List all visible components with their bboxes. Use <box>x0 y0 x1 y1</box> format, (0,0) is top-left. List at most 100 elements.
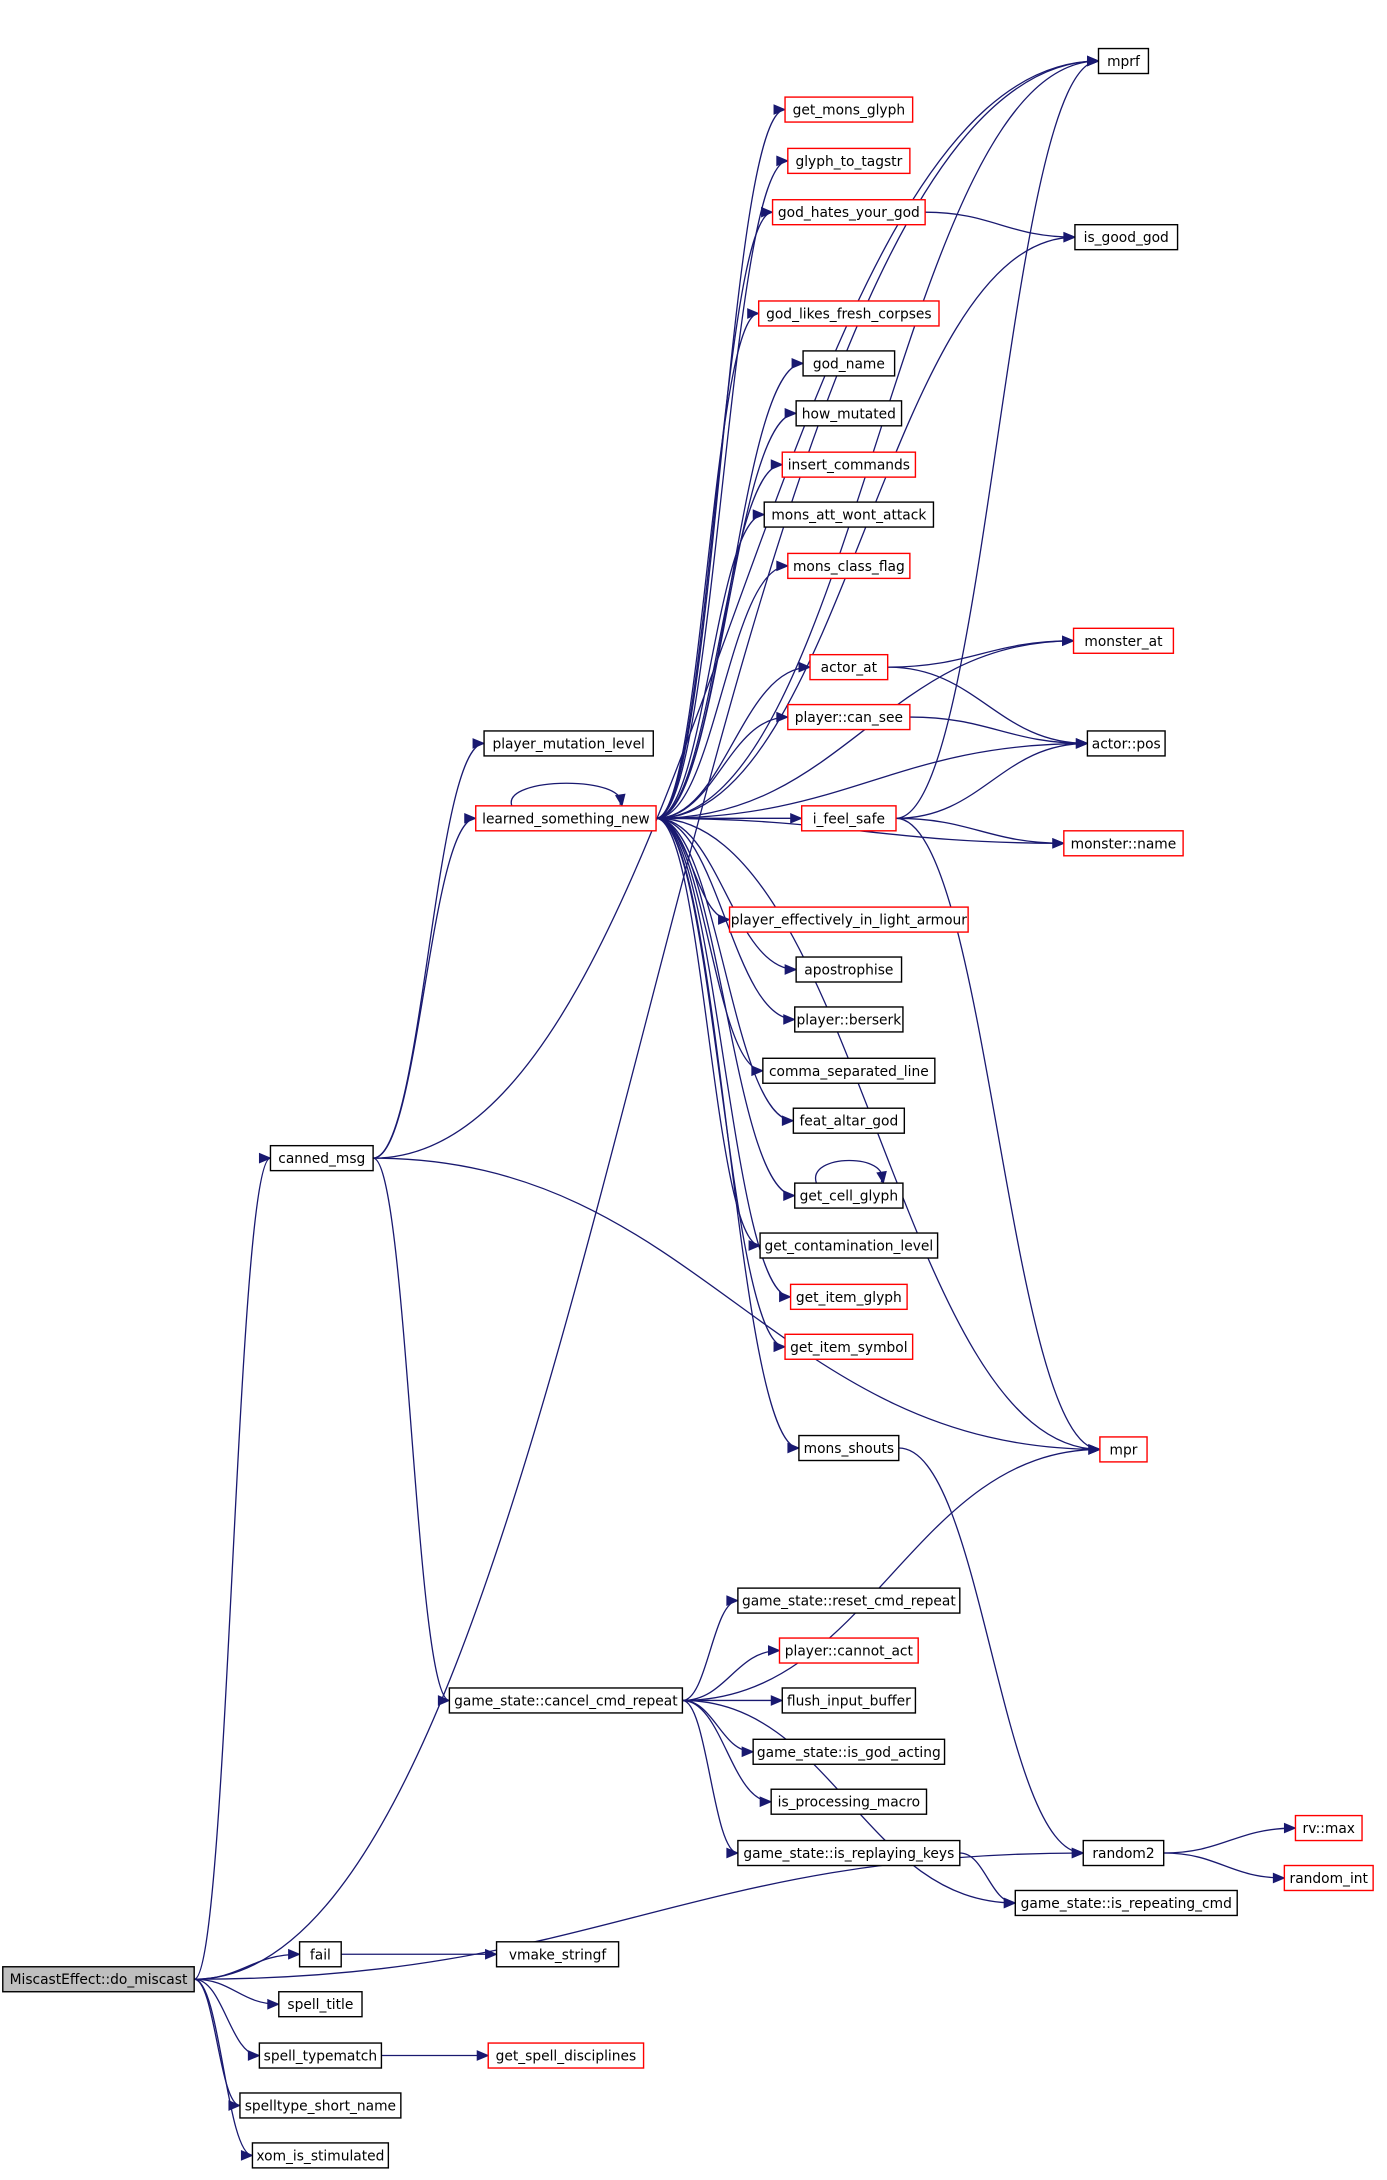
node-insert-commands[interactable]: insert_commands <box>781 451 917 478</box>
edge-line <box>925 211 1075 238</box>
node-player-cannot-act[interactable]: player::cannot_act <box>778 1637 919 1664</box>
edge-spell-typematch-to-get-spell-disciplines <box>381 2050 490 2061</box>
node-is-good-god[interactable]: is_good_god <box>1074 223 1179 251</box>
edge-line <box>373 60 1099 1159</box>
node-box <box>487 2042 645 2069</box>
node-learned-something-new[interactable]: learned_something_new <box>475 805 657 832</box>
node-box <box>787 552 911 580</box>
edge-line <box>655 211 773 819</box>
edge-god-hates-your-god-to-is-good-god <box>925 211 1077 243</box>
edge-learned-something-new-to-get-cell-glyph <box>656 817 797 1201</box>
node-label: mons_class_flag <box>793 559 905 575</box>
node-player-effectively-in-light-armour[interactable]: player_effectively_in_light_armour <box>728 906 969 933</box>
node-box <box>802 350 896 377</box>
node-comma-separated-line[interactable]: comma_separated_line <box>762 1057 936 1084</box>
node-vmake-stringf[interactable]: vmake_stringf <box>495 1941 620 1968</box>
node-label: mprf <box>1107 54 1141 70</box>
node-box <box>798 1434 900 1462</box>
edge-line <box>896 817 1064 844</box>
node-box <box>1014 1889 1238 1917</box>
arrowhead <box>437 1695 451 1706</box>
node-spelltype-short-name[interactable]: spelltype_short_name <box>239 2092 402 2119</box>
node-do-miscast[interactable]: MiscastEffect::do_miscast <box>2 1966 195 1993</box>
node-box <box>792 1107 906 1134</box>
node-actor-at[interactable]: actor_at <box>809 653 889 681</box>
arrowhead <box>247 2050 261 2061</box>
edge-line <box>656 817 763 1072</box>
node-label: god_likes_fresh_corpses <box>766 306 931 322</box>
edge-gs-cancel-cmd-repeat-to-mpr <box>682 1444 1102 1702</box>
edge-line <box>682 1599 739 1702</box>
node-mons-att-wont-attack[interactable]: mons_att_wont_attack <box>763 501 935 528</box>
node-mons-shouts[interactable]: mons_shouts <box>798 1434 900 1462</box>
node-god-name[interactable]: god_name <box>802 350 896 377</box>
node-get-item-symbol[interactable]: get_item_symbol <box>784 1333 914 1360</box>
node-label: game_state::reset_cmd_repeat <box>742 1594 956 1610</box>
node-get-contamination-level[interactable]: get_contamination_level <box>759 1232 939 1259</box>
arrowhead <box>770 459 784 470</box>
node-label: random2 <box>1092 1846 1154 1862</box>
edge-line <box>682 1699 754 1753</box>
node-spell-typematch[interactable]: spell_typematch <box>258 2042 383 2069</box>
node-box <box>1063 830 1184 857</box>
node-player-mutation-level[interactable]: player_mutation_level <box>483 730 654 757</box>
node-get-item-glyph[interactable]: get_item_glyph <box>789 1283 908 1311</box>
edge-line <box>1163 1827 1296 1854</box>
node-gs-is-god-acting[interactable]: game_state::is_god_acting <box>752 1738 946 1765</box>
node-label: get_mons_glyph <box>793 103 906 119</box>
node-how-mutated[interactable]: how_mutated <box>795 400 903 427</box>
node-gs-is-replaying-keys[interactable]: game_state::is_replaying_keys <box>737 1839 961 1867</box>
node-random-int[interactable]: random_int <box>1283 1864 1374 1892</box>
node-rv-max[interactable]: rv::max <box>1294 1814 1363 1842</box>
node-mpr[interactable]: mpr <box>1099 1436 1148 1463</box>
arrowhead <box>476 2050 490 2061</box>
node-box <box>258 2042 383 2069</box>
node-canned-msg[interactable]: canned_msg <box>269 1144 374 1172</box>
node-monster-at[interactable]: monster_at <box>1072 627 1175 654</box>
edge-learned-something-new-to-god-likes-fresh-corpses <box>655 308 760 819</box>
node-box <box>1294 1814 1363 1842</box>
node-random2[interactable]: random2 <box>1082 1839 1165 1867</box>
node-glyph-to-tagstr[interactable]: glyph_to_tagstr <box>787 147 911 175</box>
node-feat-altar-god[interactable]: feat_altar_god <box>792 1107 906 1134</box>
edge-gs-cancel-cmd-repeat-to-is-processing-macro <box>682 1699 773 1808</box>
node-label: apostrophise <box>804 963 893 979</box>
node-label: monster_at <box>1084 634 1163 650</box>
node-gs-reset-cmd-repeat[interactable]: game_state::reset_cmd_repeat <box>737 1587 961 1614</box>
node-flush-input-buffer[interactable]: flush_input_buffer <box>781 1687 917 1714</box>
node-player-berserk[interactable]: player::berserk <box>794 1006 904 1033</box>
edge-do-miscast-to-spell-typematch <box>194 1978 261 2061</box>
node-is-processing-macro[interactable]: is_processing_macro <box>770 1788 928 1815</box>
node-get-cell-glyph[interactable]: get_cell_glyph <box>794 1182 904 1209</box>
node-i-feel-safe[interactable]: i_feel_safe <box>800 805 897 832</box>
node-gs-cancel-cmd-repeat[interactable]: game_state::cancel_cmd_repeat <box>448 1687 684 1714</box>
edge-gs-cancel-cmd-repeat-to-flush-input-buffer <box>682 1695 784 1706</box>
node-label: get_item_symbol <box>790 1340 907 1356</box>
node-monster-name[interactable]: monster::name <box>1063 830 1184 857</box>
edge-learned-something-new-to-glyph-to-tagstr <box>655 155 790 819</box>
arrowhead <box>1272 1872 1286 1884</box>
node-player-can-see[interactable]: player::can_see <box>787 703 911 731</box>
edge-line <box>656 412 797 819</box>
node-box <box>1082 1839 1165 1867</box>
arrowhead <box>798 661 812 673</box>
arrowhead <box>1062 635 1075 647</box>
edge-line <box>656 513 765 819</box>
edge-line <box>896 742 1088 819</box>
node-get-spell-disciplines[interactable]: get_spell_disciplines <box>487 2042 645 2069</box>
arrowhead <box>741 1746 755 1758</box>
node-god-hates-your-god[interactable]: god_hates_your_god <box>771 199 926 226</box>
node-fail[interactable]: fail <box>298 1941 342 1968</box>
node-actor-pos[interactable]: actor::pos <box>1086 730 1166 757</box>
node-xom-is-stimulated[interactable]: xom_is_stimulated <box>251 2142 390 2169</box>
node-god-likes-fresh-corpses[interactable]: god_likes_fresh_corpses <box>757 300 940 327</box>
node-get-mons-glyph[interactable]: get_mons_glyph <box>784 96 914 123</box>
arrowhead <box>776 155 790 167</box>
node-gs-is-repeating-cmd[interactable]: game_state::is_repeating_cmd <box>1014 1889 1238 1917</box>
node-spell-title[interactable]: spell_title <box>278 1991 363 2018</box>
edge-line <box>373 817 476 1159</box>
node-mprf[interactable]: mprf <box>1097 47 1150 75</box>
edge-line <box>656 817 791 1298</box>
node-apostrophise[interactable]: apostrophise <box>795 956 903 983</box>
node-mons-class-flag[interactable]: mons_class_flag <box>787 552 911 580</box>
